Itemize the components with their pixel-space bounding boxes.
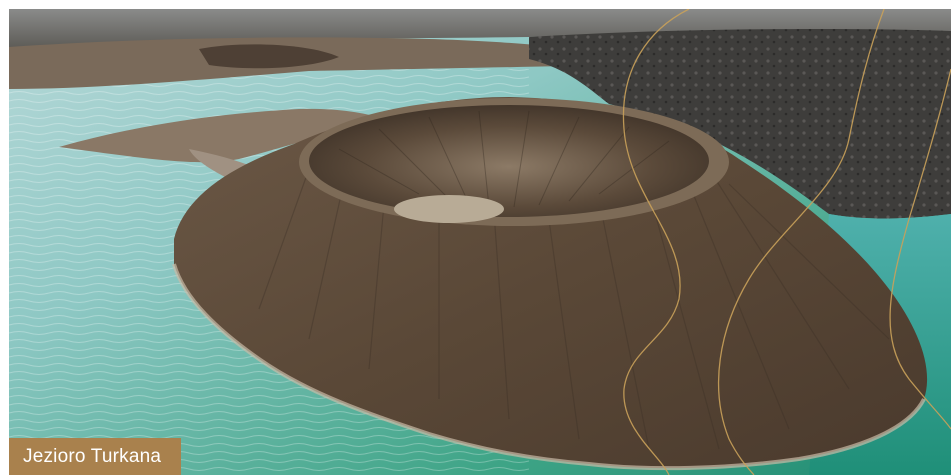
photo-frame: Jezioro Turkana xyxy=(9,9,951,475)
location-caption-text: Jezioro Turkana xyxy=(23,445,162,467)
volcano-crater-photo xyxy=(9,9,951,475)
location-caption: Jezioro Turkana xyxy=(9,438,182,475)
